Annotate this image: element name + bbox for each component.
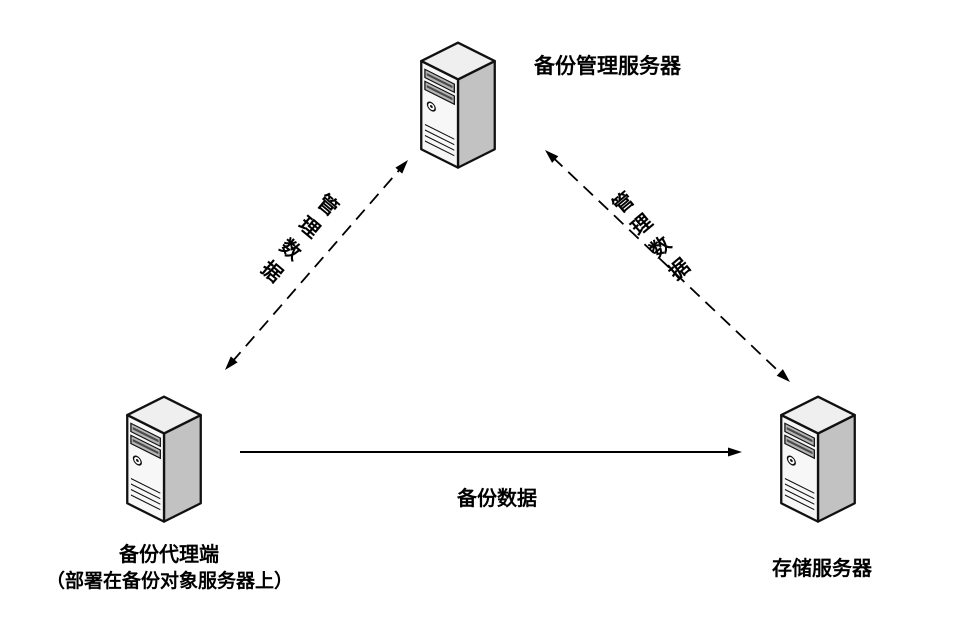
label-storage-server: 存储服务器 xyxy=(772,558,872,580)
server-icon-backup-management xyxy=(412,28,504,180)
sublabel-backup-agent: （部署在备份对象服务器上） xyxy=(45,571,293,592)
server-icon-storage xyxy=(772,382,864,534)
edge-agent-mgmt xyxy=(225,160,408,370)
server-icon-backup-agent xyxy=(118,382,210,534)
edge-agent-storage xyxy=(240,447,742,457)
edge-mgmt-storage xyxy=(545,150,790,382)
label-backup-agent: 备份代理端 xyxy=(119,544,219,566)
edge-label-backup-data: 备份数据 xyxy=(457,488,537,510)
label-backup-management-server: 备份管理服务器 xyxy=(534,55,681,78)
